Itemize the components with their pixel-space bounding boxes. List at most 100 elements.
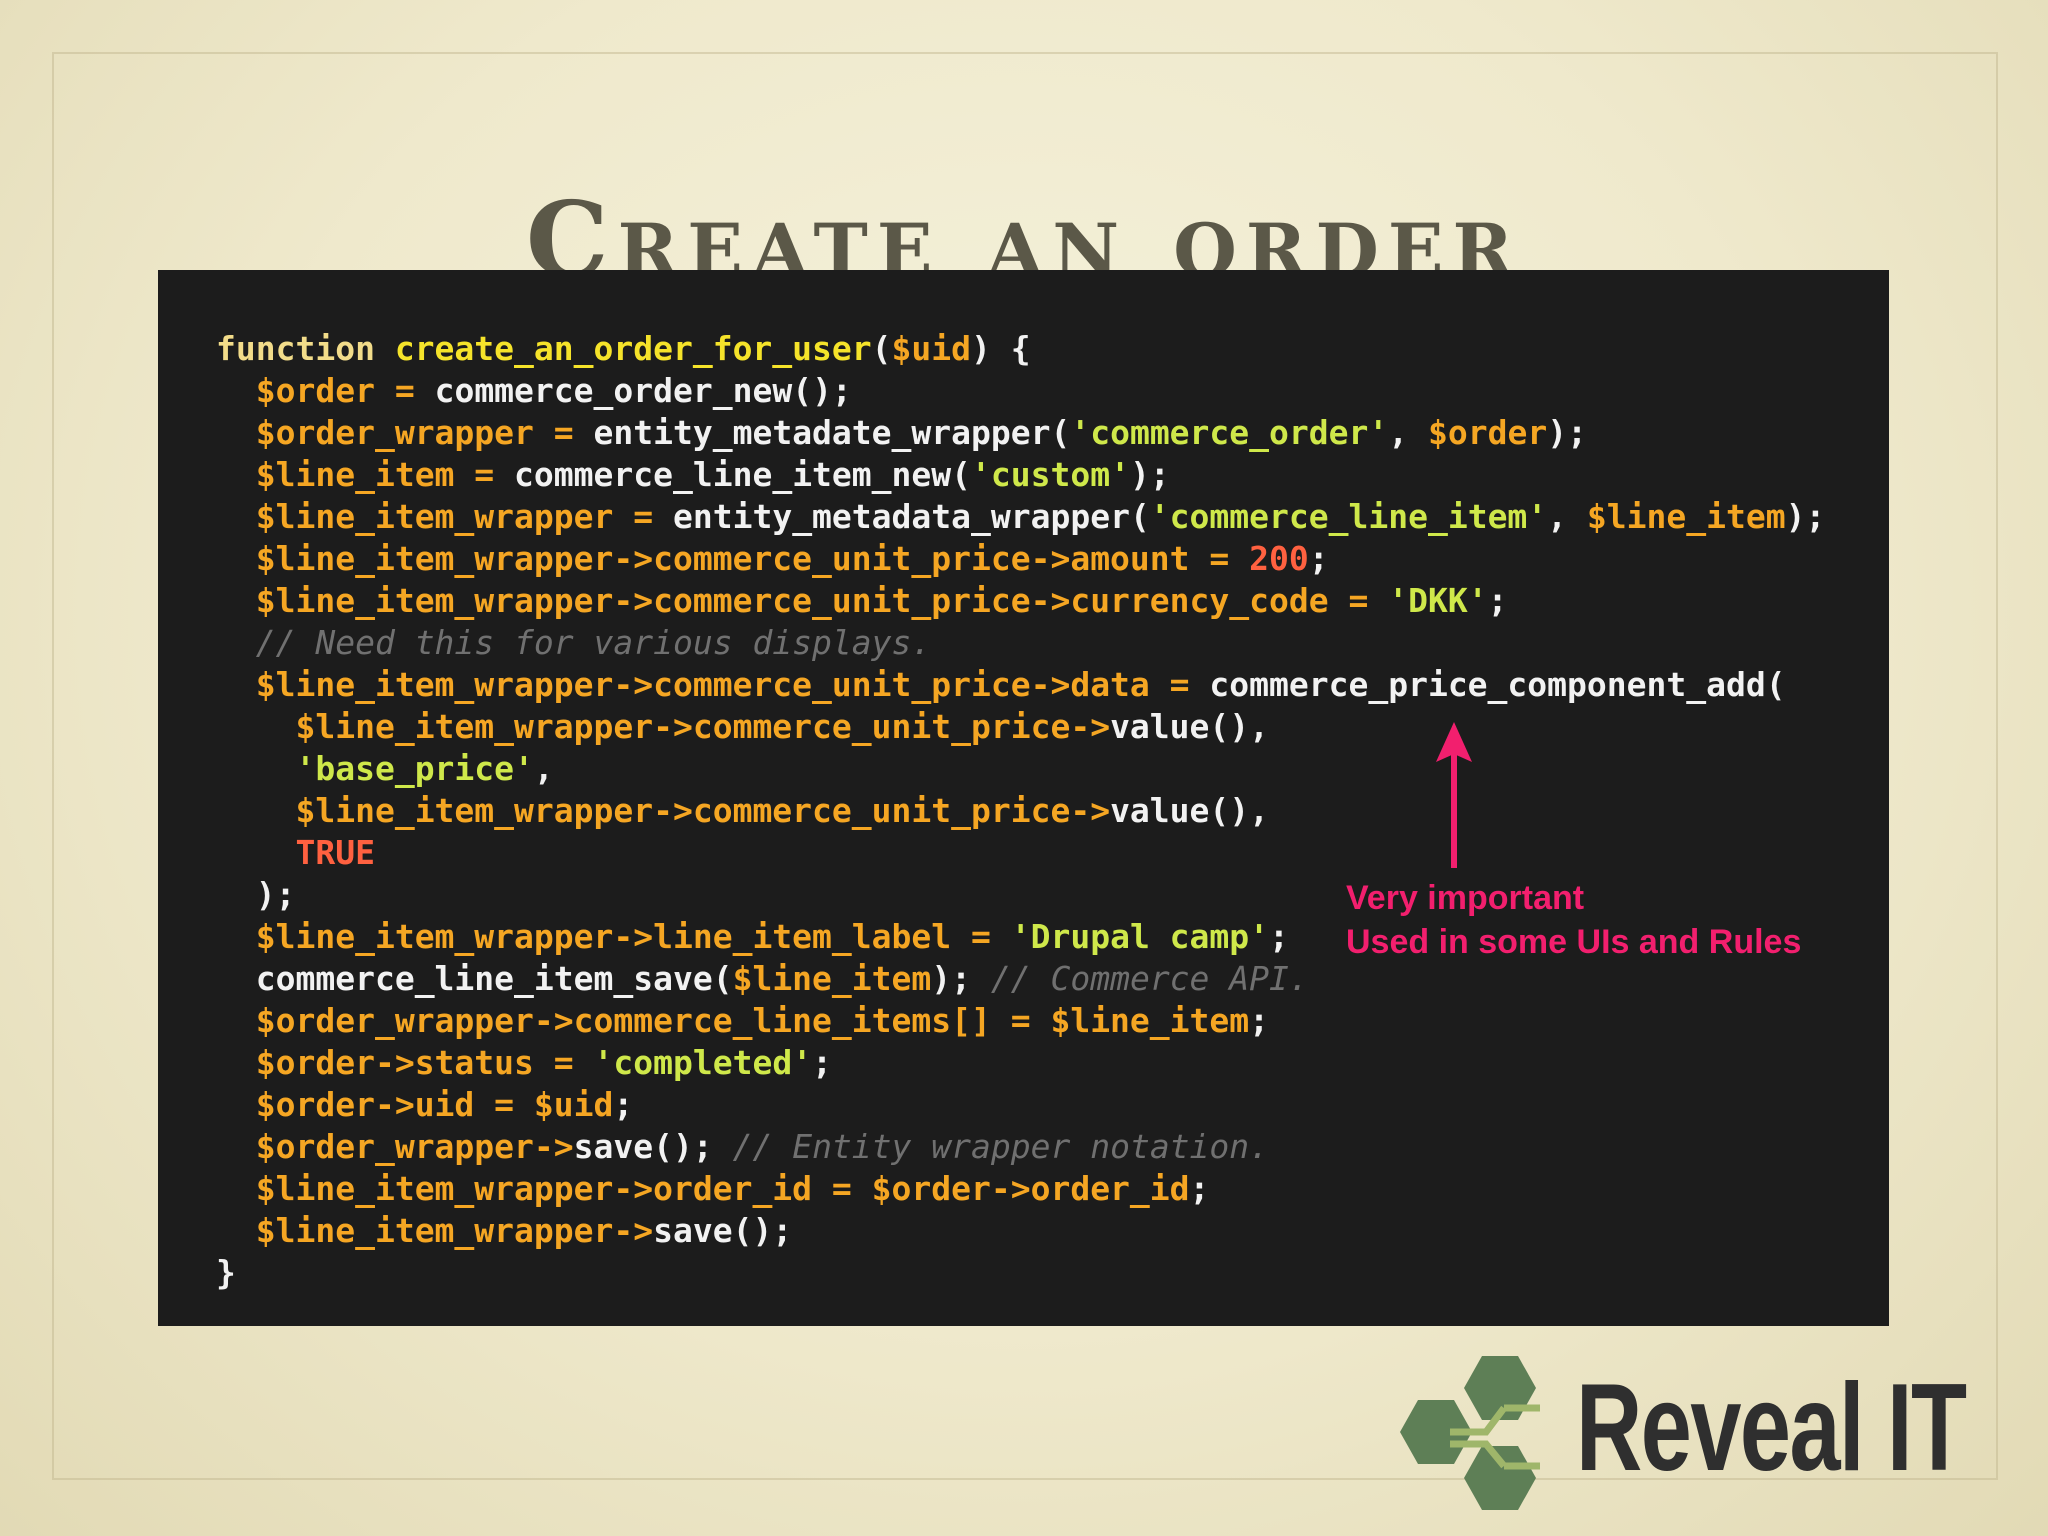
code-line: $line_item_wrapper->order_id = $order->o… bbox=[216, 1168, 1825, 1210]
code-token-plain: ) { bbox=[971, 329, 1031, 368]
code-token-plain bbox=[216, 665, 256, 704]
code-token-var: $line_item_wrapper->commerce_unit_price-… bbox=[255, 581, 1389, 620]
code-token-var: = bbox=[533, 413, 594, 452]
code-token-var: = bbox=[613, 497, 673, 536]
code-token-var: $line_item_wrapper->commerce_unit_price-… bbox=[255, 665, 1210, 704]
code-token-plain: } bbox=[216, 1253, 236, 1292]
code-line: $order_wrapper = entity_metadate_wrapper… bbox=[216, 412, 1825, 454]
code-token-plain: ; bbox=[1487, 581, 1508, 620]
code-line: $line_item_wrapper->commerce_unit_price-… bbox=[216, 790, 1825, 832]
hexagon-logo-icon bbox=[1400, 1356, 1540, 1510]
code-token-plain bbox=[216, 1043, 256, 1082]
code-token-plain: ; bbox=[1308, 539, 1329, 578]
code-token-var: $line_item_wrapper-> bbox=[255, 1211, 654, 1250]
code-line: $order = commerce_order_new(); bbox=[216, 370, 1825, 412]
code-token-plain: ); bbox=[1547, 413, 1587, 452]
code-token-var: $line_item_wrapper->commerce_unit_price-… bbox=[295, 707, 1111, 746]
code-line: $line_item_wrapper->commerce_unit_price-… bbox=[216, 538, 1825, 580]
reveal-it-logo: Reveal IT bbox=[1390, 1348, 2030, 1518]
code-token-var: $line_item bbox=[255, 455, 455, 494]
annotation-line-important: Very important bbox=[1346, 879, 1585, 917]
code-token-plain bbox=[216, 1211, 256, 1250]
code-token-plain: entity_metadate_wrapper( bbox=[593, 413, 1071, 452]
code-token-comment: // Need this for various displays. bbox=[255, 623, 932, 662]
logo-wordmark: Reveal IT bbox=[1576, 1359, 1967, 1497]
code-token-var: $order_wrapper->commerce_line_items[] = … bbox=[255, 1001, 1250, 1040]
code-line: $line_item_wrapper = entity_metadata_wra… bbox=[216, 496, 1826, 538]
code-token-str: 'completed' bbox=[593, 1043, 813, 1082]
code-token-plain bbox=[216, 623, 256, 662]
code-token-plain: , bbox=[533, 749, 554, 788]
code-token-plain: value(), bbox=[1110, 791, 1270, 830]
code-token-plain bbox=[216, 1169, 256, 1208]
code-line: $line_item_wrapper->line_item_label = 'D… bbox=[216, 916, 1825, 958]
code-token-plain: , bbox=[1388, 413, 1428, 452]
code-token-var: $order->uid = $uid bbox=[255, 1085, 614, 1124]
code-token-plain: ); bbox=[1129, 455, 1170, 494]
code-token-plain bbox=[216, 371, 256, 410]
code-line: $line_item_wrapper->commerce_unit_price-… bbox=[216, 580, 1825, 622]
code-line: $line_item_wrapper->commerce_unit_price-… bbox=[216, 706, 1825, 748]
code-token-plain: ; bbox=[1249, 1001, 1270, 1040]
code-token-var: = bbox=[454, 455, 515, 494]
code-line: } bbox=[216, 1252, 1825, 1294]
code-token-plain: save(); bbox=[653, 1211, 793, 1250]
code-line: $line_item_wrapper->commerce_unit_price-… bbox=[216, 664, 1825, 706]
code-token-plain bbox=[216, 497, 256, 536]
code-token-var: $uid bbox=[891, 329, 971, 368]
code-token-var: $line_item bbox=[732, 959, 932, 998]
code-token-plain: commerce_line_item_save( bbox=[255, 959, 733, 998]
code-token-plain: ( bbox=[871, 329, 892, 368]
code-token-plain: ; bbox=[812, 1043, 832, 1082]
code-token-plain bbox=[216, 455, 256, 494]
code-token-var: $line_item_wrapper->line_item_label = bbox=[255, 917, 1011, 956]
code-token-plain: save(); bbox=[573, 1127, 733, 1166]
annotation-line-usage: Used in some UIs and Rules bbox=[1346, 923, 1802, 961]
code-line: $order->uid = $uid; bbox=[216, 1084, 1825, 1126]
code-token-str: 'commerce_line_item' bbox=[1149, 497, 1548, 536]
code-token-str: 'DKK' bbox=[1388, 581, 1488, 620]
code-token-plain bbox=[216, 539, 256, 578]
code-token-plain: ); bbox=[216, 875, 296, 914]
code-line: $order->status = 'completed'; bbox=[216, 1042, 1825, 1084]
code-token-var: $order->status = bbox=[255, 1043, 594, 1082]
code-token-comment: // Commerce API. bbox=[990, 959, 1309, 998]
code-token-plain bbox=[216, 917, 256, 956]
code-token-plain bbox=[216, 833, 295, 872]
code-token-num: TRUE bbox=[295, 833, 375, 872]
code-token-str: 'base_price' bbox=[295, 749, 534, 788]
code-token-plain: ; bbox=[1269, 917, 1289, 956]
code-token-plain bbox=[216, 749, 295, 788]
code-token-var: $line_item_wrapper->commerce_unit_price-… bbox=[295, 791, 1111, 830]
code-token-var: = bbox=[374, 371, 435, 410]
code-token-var: $line_item bbox=[1586, 497, 1786, 536]
code-token-comment: // Entity wrapper notation. bbox=[732, 1127, 1270, 1166]
code-token-str: 'custom' bbox=[971, 455, 1130, 494]
code-token-var: $line_item_wrapper bbox=[255, 497, 614, 536]
code-token-plain bbox=[216, 413, 256, 452]
code-line: $order_wrapper->commerce_line_items[] = … bbox=[216, 1000, 1825, 1042]
code-token-plain: commerce_order_new(); bbox=[434, 371, 852, 410]
code-token-var: $order bbox=[1427, 413, 1548, 452]
code-token-plain bbox=[216, 581, 256, 620]
code-token-plain: commerce_price_component_add( bbox=[1209, 665, 1786, 704]
code-token-plain bbox=[216, 1001, 256, 1040]
code-token-plain bbox=[216, 707, 295, 746]
up-arrow-icon bbox=[1436, 722, 1472, 868]
code-token-plain bbox=[216, 959, 256, 998]
code-token-plain bbox=[216, 1127, 256, 1166]
code-token-var: $order_wrapper bbox=[255, 413, 534, 452]
code-panel: function create_an_order_for_user($uid) … bbox=[158, 270, 1889, 1326]
code-token-plain bbox=[216, 1085, 256, 1124]
code-line: $order_wrapper->save(); // Entity wrappe… bbox=[216, 1126, 1825, 1168]
code-token-plain: ); bbox=[931, 959, 991, 998]
code-token-plain: ); bbox=[1785, 497, 1826, 536]
code-token-plain: ; bbox=[613, 1085, 634, 1124]
code-token-var: $line_item_wrapper->order_id = $order->o… bbox=[255, 1169, 1190, 1208]
code-block: function create_an_order_for_user($uid) … bbox=[216, 328, 1825, 1294]
code-line: ); bbox=[216, 874, 1825, 916]
code-token-plain: , bbox=[1547, 497, 1587, 536]
code-token-plain: entity_metadata_wrapper( bbox=[672, 497, 1150, 536]
code-token-plain: value(), bbox=[1110, 707, 1270, 746]
code-token-var: $order_wrapper-> bbox=[255, 1127, 574, 1166]
